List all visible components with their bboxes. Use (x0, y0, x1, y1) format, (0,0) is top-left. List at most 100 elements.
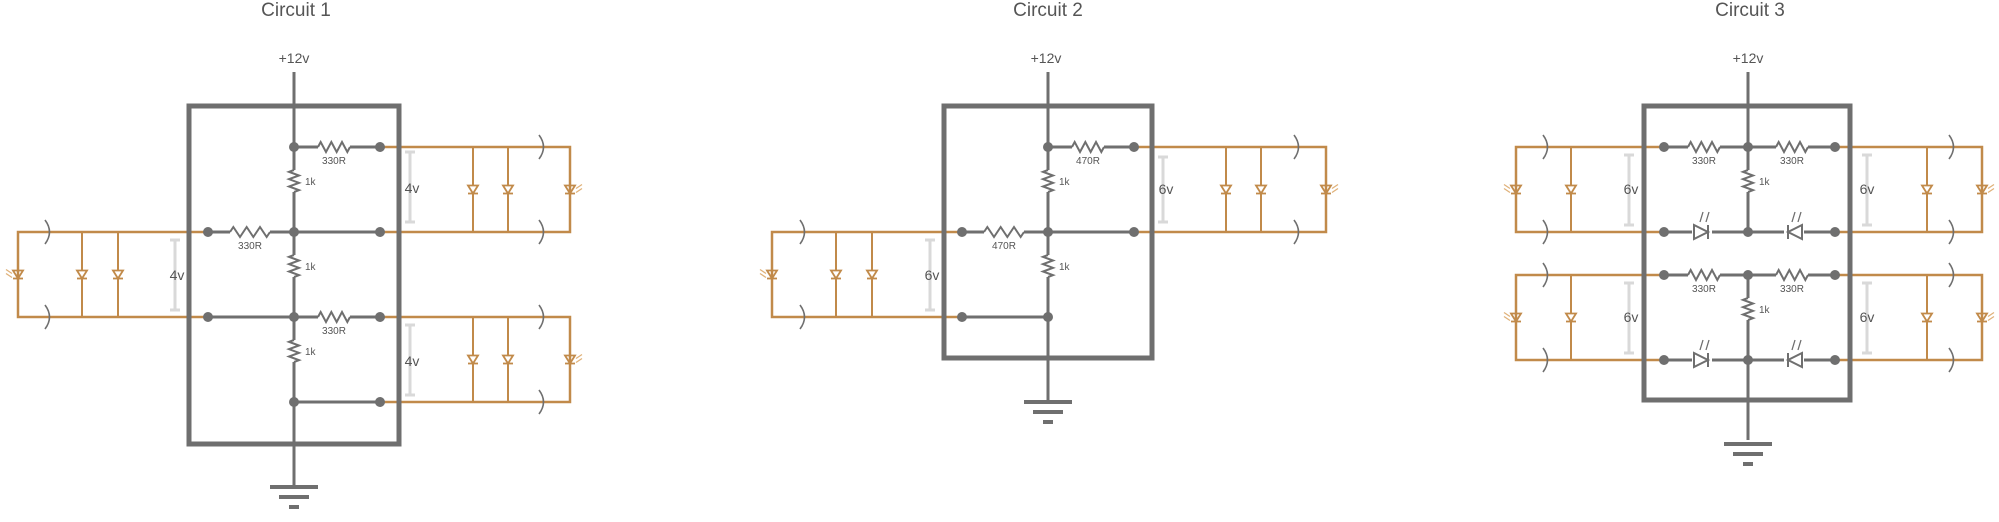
resistor-label: 330R (322, 156, 346, 167)
resistor-label: 330R (238, 241, 262, 252)
node-dot-icon (1830, 270, 1840, 280)
node-dot-icon (289, 227, 299, 237)
wire-break-icon (1293, 134, 1300, 160)
circuit-2-supply-label: +12v (1031, 50, 1062, 66)
node-dot-icon (289, 142, 299, 152)
led-strip (16, 145, 572, 404)
node-dot-icon (1743, 355, 1753, 365)
wire-break-icon (538, 304, 545, 330)
voltage-label: 4v (405, 180, 420, 196)
node-dot-icon (1043, 312, 1053, 322)
led-icon (1219, 147, 1233, 232)
voltage-label: 4v (405, 353, 420, 369)
resistor-label: 1k (305, 347, 317, 358)
node-dot-icon (1830, 142, 1840, 152)
wire-break-icon (538, 134, 545, 160)
node-dot-icon (1743, 270, 1753, 280)
circuit-1-title: Circuit 1 (261, 0, 331, 21)
led-light-icon (1785, 339, 1803, 369)
led-light-icon (1785, 211, 1803, 241)
node-dot-icon (1743, 142, 1753, 152)
led-icon (1920, 275, 1934, 360)
resistor-label: 1k (1759, 177, 1771, 188)
led-icon (865, 232, 879, 317)
wire-break-icon (1542, 262, 1549, 288)
led-icon (111, 232, 125, 317)
wire-break-icon (1948, 347, 1955, 373)
voltage-label: 6v (1860, 309, 1875, 325)
wire-break-icon (799, 219, 806, 245)
resistor-label: 1k (1059, 177, 1071, 188)
led-icon (466, 147, 480, 232)
resistor-label: 330R (1692, 156, 1716, 167)
led-light-icon (563, 147, 583, 232)
node-dot-icon (375, 312, 385, 322)
voltage-marker-icon (405, 323, 415, 397)
resistor-icon: 330R (1687, 139, 1721, 167)
circuit-2-title: Circuit 2 (1013, 0, 1083, 21)
resistor-label: 1k (1059, 262, 1071, 273)
node-dot-icon (203, 227, 213, 237)
circuit-3-title: Circuit 3 (1715, 0, 1785, 21)
led-icon (1254, 147, 1268, 232)
voltage-marker-icon (170, 238, 180, 312)
wire-break-icon (1948, 219, 1955, 245)
circuit-wiring (1664, 72, 1835, 440)
resistor-icon: 1k (286, 339, 317, 363)
wire-break-icon (1542, 347, 1549, 373)
led-light-icon (1503, 147, 1523, 232)
wire-break-icon (1948, 262, 1955, 288)
wire-break-icon (44, 219, 51, 245)
resistor-icon: 1k (1040, 169, 1071, 193)
voltage-label: 6v (1624, 309, 1639, 325)
voltage-label: 6v (1159, 181, 1174, 197)
node-dot-icon (957, 312, 967, 322)
led-icon (501, 317, 515, 402)
led-icon (1564, 275, 1578, 360)
led-icon (829, 232, 843, 317)
led-light-icon (5, 232, 25, 317)
led-icon (1564, 147, 1578, 232)
resistor-icon: 1k (286, 254, 317, 278)
node-dot-icon (1043, 227, 1053, 237)
led-light-icon (1975, 275, 1995, 360)
resistor-icon: 1k (1740, 169, 1771, 193)
led-icon (75, 232, 89, 317)
node-dot-icon (1043, 142, 1053, 152)
ground-icon (1024, 400, 1072, 424)
wire-break-icon (1542, 219, 1549, 245)
resistor-label: 330R (1780, 156, 1804, 167)
resistor-label: 1k (1759, 305, 1771, 316)
voltage-label: 6v (925, 267, 940, 283)
voltage-label: 6v (1860, 181, 1875, 197)
led-light-icon (1693, 211, 1711, 241)
node-dot-icon (289, 397, 299, 407)
wire-break-icon (538, 219, 545, 245)
resistor-icon: 330R (1775, 267, 1809, 295)
resistor-label: 1k (305, 262, 317, 273)
led-light-icon (759, 232, 779, 317)
node-dot-icon (1659, 270, 1669, 280)
led-strip (1514, 145, 1984, 362)
node-dot-icon (375, 397, 385, 407)
node-dot-icon (375, 142, 385, 152)
node-dot-icon (957, 227, 967, 237)
led-icon (1920, 147, 1934, 232)
voltage-label: 4v (170, 267, 185, 283)
circuit-3-supply-label: +12v (1733, 50, 1764, 66)
resistor-icon: 330R (229, 225, 271, 252)
circuit-3: 6v 6v 6v 6v (1514, 72, 1984, 440)
node-dot-icon (1830, 355, 1840, 365)
node-dot-icon (203, 312, 213, 322)
voltage-marker-icon (1158, 155, 1168, 224)
node-dot-icon (289, 312, 299, 322)
wire-break-icon (44, 304, 51, 330)
ground-icon (1724, 442, 1772, 466)
node-dot-icon (1659, 142, 1669, 152)
resistor-icon: 1k (1740, 297, 1771, 321)
led-icon (466, 317, 480, 402)
led-light-icon (1693, 339, 1711, 369)
voltage-marker-icon (1624, 153, 1872, 355)
wire-break-icon (799, 304, 806, 330)
